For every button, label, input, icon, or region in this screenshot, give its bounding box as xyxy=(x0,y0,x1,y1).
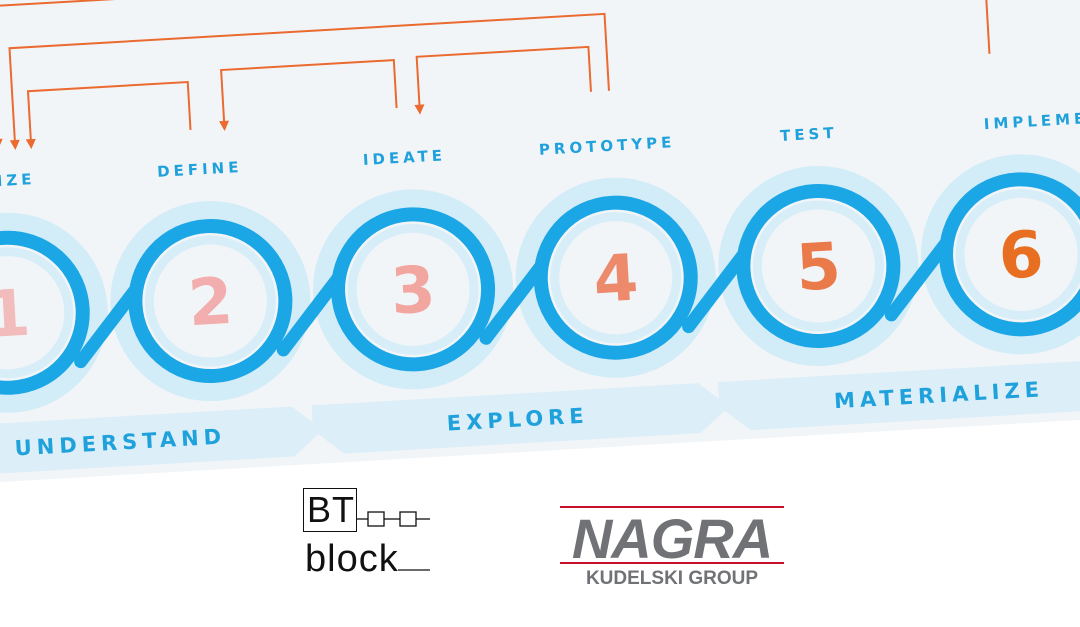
feedback-arrow-define xyxy=(26,80,192,142)
arrow-head xyxy=(219,120,230,131)
ring-connector xyxy=(682,246,752,334)
stage-ring xyxy=(331,207,496,372)
stage-number-2: 2 xyxy=(186,265,235,341)
feedback-arrow-prototype-to-ideate xyxy=(415,45,592,107)
arrow-head xyxy=(0,138,3,150)
stage-ring xyxy=(0,230,90,395)
stage-ring xyxy=(128,219,293,384)
ring-connector xyxy=(276,270,346,357)
ring-connector xyxy=(74,281,144,369)
stage-inner-ring xyxy=(347,223,479,355)
nagra-logo-divider xyxy=(560,562,784,564)
phase-band-explore xyxy=(311,383,730,454)
stage-number-1: 1 xyxy=(0,277,32,353)
bt-block-logo: BT block xyxy=(303,488,443,588)
stage-inner-ring xyxy=(144,235,276,367)
stage-ring xyxy=(939,172,1080,337)
stage-inner-ring xyxy=(752,200,884,332)
ring-connector xyxy=(884,235,954,322)
bt-logo-box xyxy=(303,488,357,532)
nagra-logo-subtitle: KUDELSKI GROUP xyxy=(586,568,758,589)
bt-logo-line1: BT xyxy=(307,489,356,530)
bt-logo-line2: block xyxy=(305,538,399,580)
arrow-head xyxy=(25,138,36,150)
nagra-logo-wordmark: NAGRA xyxy=(572,507,772,570)
stage-label-define: DEFINE xyxy=(157,158,243,181)
stage-inner-ring xyxy=(550,212,682,344)
phase-band-understand xyxy=(0,406,323,476)
feedback-arrow-prototype xyxy=(8,12,610,143)
arrow-head xyxy=(9,139,20,151)
feedback-arrow-ideate xyxy=(220,59,398,124)
stage-number-5: 5 xyxy=(794,230,843,306)
stage-ring xyxy=(736,184,901,349)
nagra-logo-top-rule xyxy=(560,506,784,508)
phase-band-materialize xyxy=(717,358,1080,431)
stage-label-test: TEST xyxy=(780,124,838,145)
feedback-arrow-implement xyxy=(0,0,991,142)
stage-number-6: 6 xyxy=(997,218,1046,294)
stage-label-ideate: IDEATE xyxy=(362,146,446,169)
stage-number-4: 4 xyxy=(591,241,640,317)
nagra-kudelski-logo: NAGRA KUDELSKI GROUP xyxy=(560,506,784,589)
arrow-head xyxy=(414,104,425,115)
bt-logo-chain-icon xyxy=(357,511,430,571)
stage-ring xyxy=(533,195,698,360)
stage-number-3: 3 xyxy=(389,253,438,329)
ring-connector xyxy=(479,258,549,345)
stage-inner-ring xyxy=(0,247,74,379)
stage-inner-ring xyxy=(955,188,1080,320)
